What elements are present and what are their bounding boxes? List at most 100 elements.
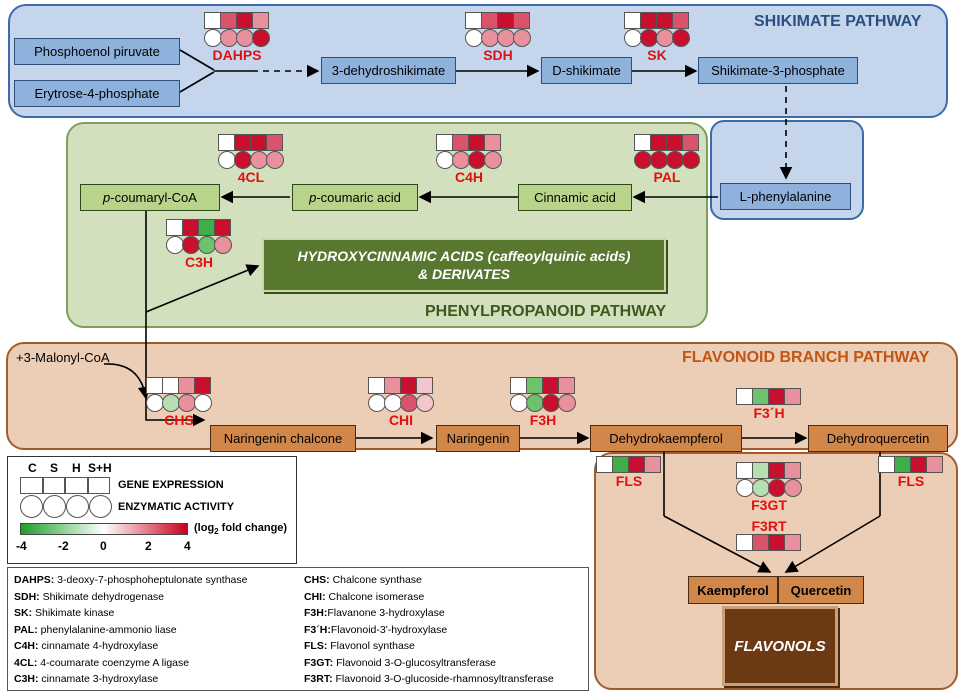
node-l-phenylalanine: L-phenylalanine [720,183,851,210]
gene-expression-square [252,12,269,29]
enzymatic-activity-row [436,151,502,169]
gene-expression-square [436,134,453,151]
gene-expression-row [436,134,502,151]
node-d-shikimate: D-shikimate [541,57,632,84]
node-phosphoenol-piruvate: Phosphoenol piruvate [14,38,180,65]
legend-circle [43,495,66,518]
enzymatic-activity-row [736,479,802,497]
gene-expression-square [736,388,753,405]
gene-expression-square [596,456,613,473]
abbreviation-entry: 4CL: 4-coumarate coenzyme A ligase [14,655,248,672]
abbreviation-key: FLS: [304,640,328,652]
legend-col-sh: S+H [88,461,112,475]
enzyme-F3H: F3H [510,377,576,428]
node-3-dehydroshikimate: 3-dehydroshikimate [321,57,456,84]
enzymatic-activity-circle [416,394,434,412]
gene-expression-square [542,377,559,394]
enzymatic-activity-row [166,236,232,254]
gene-expression-square [644,456,661,473]
abbreviation-entry: SK: Shikimate kinase [14,605,248,622]
enzymatic-activity-circle [682,151,700,169]
gene-expression-square [182,219,199,236]
enzyme-C4H: C4H [436,134,502,185]
enzymatic-activity-row [218,151,284,169]
node-p-coumaryl-coa: p-coumaryl-CoA [80,184,220,211]
abbreviation-entry: PAL: phenylalanine-ammonio liase [14,622,248,639]
gene-expression-square [416,377,433,394]
abbreviation-key: 4CL: [14,656,38,669]
enzymatic-activity-circle [484,151,502,169]
enzymatic-activity-circle [558,394,576,412]
arrow-dhq-fl [784,515,881,573]
abbreviation-key: CHI: [304,590,326,603]
gene-expression-square [452,134,469,151]
gene-expression-square [894,456,911,473]
enzyme-label: PAL [653,169,681,185]
enzymatic-activity-row [510,394,576,412]
gene-expression-square [234,134,251,151]
gene-expression-row [146,377,212,394]
abbreviation-key: SK: [14,607,33,619]
enzyme-PAL: PAL [634,134,700,185]
gene-expression-row [510,377,576,394]
abbreviation-value: Shikimate kinase [32,607,115,619]
enzymatic-activity-row [624,29,690,47]
enzyme-label: F3H [529,412,557,428]
abbreviation-entry: F3RT: Flavonoid 3-O-glucoside-rhamnosylt… [304,671,554,688]
gene-expression-square [146,377,163,394]
gene-expression-square [784,534,801,551]
gene-expression-square [558,377,575,394]
enzymatic-activity-row [146,394,212,412]
gene-expression-square [166,219,183,236]
malonyl-coa-label: +3-Malonyl-CoA [16,350,110,365]
abbreviation-value: Chalcone isomerase [325,590,425,603]
enzyme-CHI: CHI [368,377,434,428]
enzymatic-activity-circle [214,236,232,254]
gene-expression-row [218,134,284,151]
abbreviation-entry: DAHPS: 3-deoxy-7-phosphoheptulonate synt… [14,572,248,589]
legend-circle [20,495,43,518]
gene-expression-square [624,12,641,29]
gene-expression-row [204,12,270,29]
abbreviation-value: Flavonoid-3'-hydroxylase [330,623,448,636]
enzymatic-activity-row [634,151,700,169]
abbreviation-entry: F3´H:Flavonoid-3'-hydroxylase [304,622,554,639]
gene-expression-square [672,12,689,29]
gene-expression-square [752,462,769,479]
legend-col-c: C [28,461,37,475]
abbreviation-entry: F3GT: Flavonoid 3-O-glucosyltransferase [304,655,554,672]
enzyme-FLS2: FLS [878,456,944,489]
gene-expression-square [220,12,237,29]
gene-expression-square [784,462,801,479]
legend-tick-n4: -4 [16,539,27,553]
gene-expression-square [612,456,629,473]
enzyme-F3GT: F3GT [736,462,802,513]
gene-expression-square [628,456,645,473]
gene-expression-square [497,12,514,29]
node-dehydroquercetin: Dehydroquercetin [808,425,948,452]
node-quercetin: Quercetin [778,576,864,604]
gene-expression-row [736,462,802,479]
phenylpropanoid-title: PHENYLPROPANOID PATHWAY [425,303,667,320]
p-prefix: p [103,190,111,205]
enzyme-label: SDH [483,47,513,63]
arrow-dhk-fl [663,515,772,573]
enzyme-label: C3H [184,254,213,270]
abbreviation-value: 3-deoxy-7-phosphoheptulonate synthase [54,574,248,586]
gene-expression-square [198,219,215,236]
enzyme-SK: SK [624,12,690,63]
node-cinnamic-acid: Cinnamic acid [518,184,632,211]
abbreviation-key: C4H: [14,640,39,652]
hca-line-1: HYDROXYCINNAMIC ACIDS (caffeoylquinic ac… [297,248,631,264]
gene-expression-row [166,219,232,236]
enzymatic-activity-row [368,394,434,412]
abbreviation-value: cinnamate 4-hydroxylase [38,640,159,652]
legend-activity-circles [20,495,116,518]
enzymatic-activity-circle [252,29,270,47]
gene-expression-square [400,377,417,394]
enzymatic-activity-circle [513,29,531,47]
gene-expression-square [656,12,673,29]
enzymatic-activity-circle [194,394,212,412]
legend-square [42,477,65,494]
legend-tick-4: 4 [184,539,191,553]
